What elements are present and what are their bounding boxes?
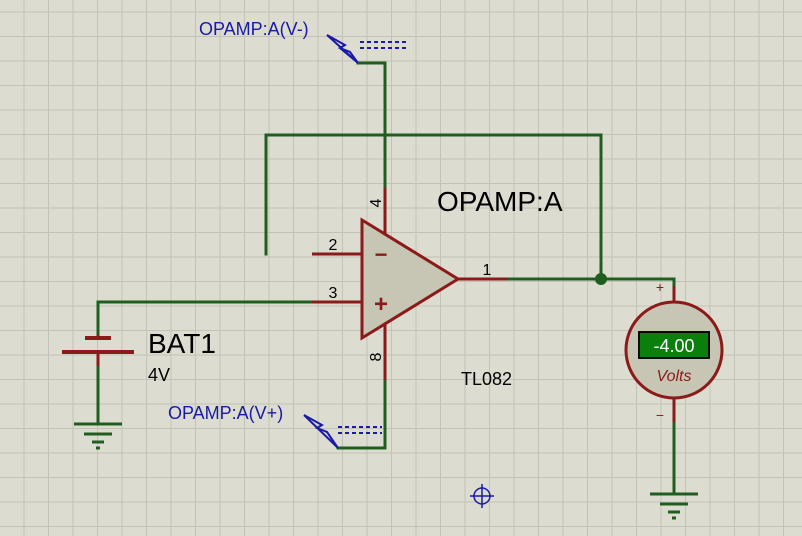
pin-number-noninverting: 3 [329,285,338,302]
opamp-body[interactable] [360,217,461,341]
output-wire[interactable] [506,277,676,304]
vneg-supply-wire[interactable] [356,61,387,190]
ground-icon [650,492,698,520]
input-wire[interactable] [96,300,314,337]
vneg-terminal[interactable]: OPAMP:A(V-) [199,19,406,64]
opamp-part-label: TL082 [461,369,512,389]
junction-dot-icon [595,273,607,285]
opamp-noninverting-symbol: + [374,291,388,318]
vpos-terminal[interactable]: OPAMP:A(V+) [168,403,382,449]
battery-value-label: 4V [148,365,170,385]
crosshair-cursor-icon [470,484,494,508]
opamp[interactable]: − + 2 3 1 4 8 OPAMP:A TL082 [312,186,563,389]
voltmeter-unit: Volts [657,368,692,385]
feedback-wire[interactable] [264,133,603,281]
vpos-terminal-label: OPAMP:A(V+) [168,403,283,423]
pin-number-output: 1 [483,262,492,279]
voltmeter-plus-sign: + [656,279,664,295]
battery[interactable]: BAT1 4V [62,328,216,385]
pin-number-vneg: 4 [368,198,385,207]
battery-reference-label: BAT1 [148,328,216,359]
pin-number-vpos: 8 [368,352,385,361]
voltmeter[interactable]: -4.00 Volts + − [624,279,724,423]
vneg-terminal-label: OPAMP:A(V-) [199,19,309,39]
pin-number-inverting: 2 [329,237,338,254]
voltmeter-display [638,331,710,359]
opamp-reference-label: OPAMP:A [437,186,563,217]
voltmeter-reading: -4.00 [653,336,694,356]
vpos-supply-wire[interactable] [336,378,387,450]
ground-icon [74,422,122,450]
voltmeter-minus-sign: − [656,407,664,423]
opamp-inverting-symbol: − [375,242,388,267]
